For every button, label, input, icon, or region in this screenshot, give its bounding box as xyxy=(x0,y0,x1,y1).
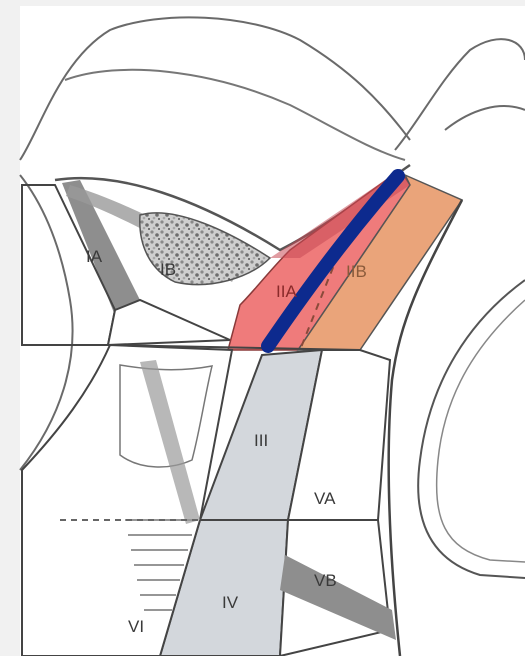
label-iib: IIB xyxy=(346,262,367,281)
label-ia: IA xyxy=(86,247,103,266)
label-iia: IIA xyxy=(276,282,297,301)
label-vi: VI xyxy=(128,617,144,636)
label-ib: IB xyxy=(160,260,176,279)
label-vb: VB xyxy=(314,571,337,590)
label-iii: III xyxy=(254,431,268,450)
label-iv: IV xyxy=(222,593,239,612)
label-va: VA xyxy=(314,489,336,508)
